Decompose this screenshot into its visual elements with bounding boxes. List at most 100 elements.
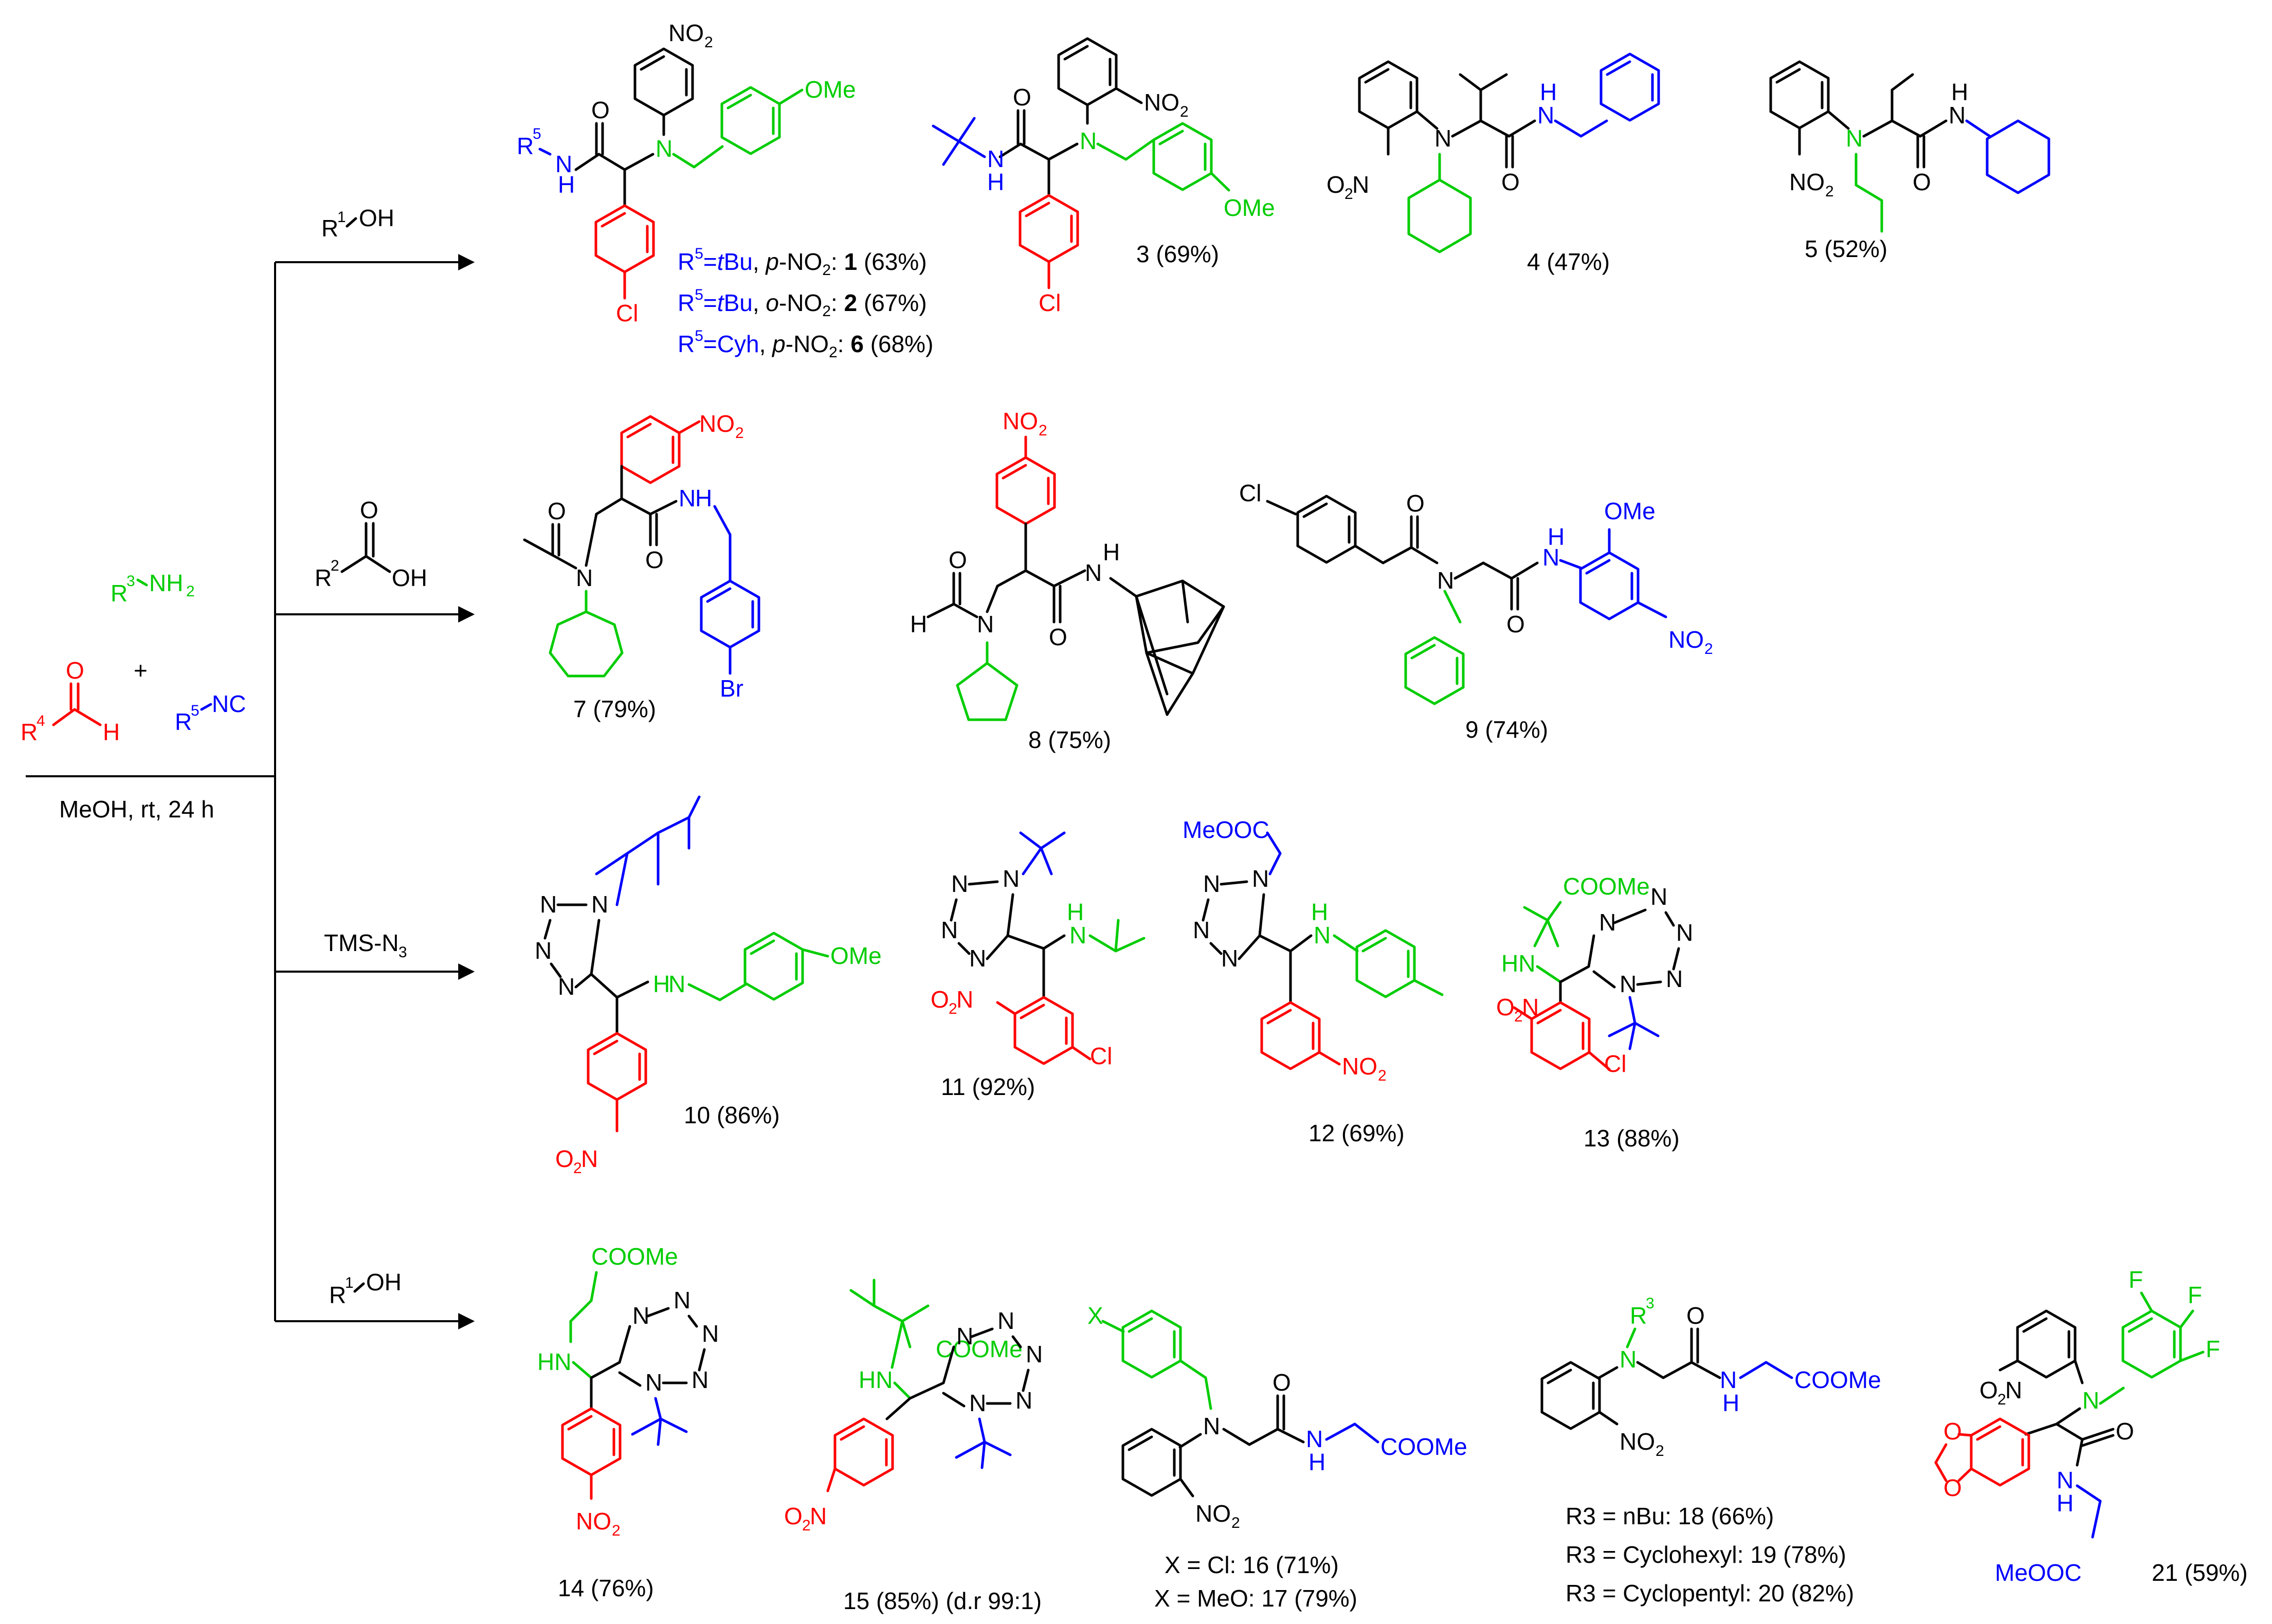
- svg-text:N: N: [1676, 919, 1693, 946]
- svg-text:3: 3: [1646, 1295, 1655, 1312]
- label-compound-8: 8 (75%): [1028, 726, 1111, 753]
- svg-text:2: 2: [1180, 103, 1189, 120]
- svg-text:F: F: [2188, 1282, 2202, 1308]
- label-compound-15: 15 (85%) (d.r 99:1): [843, 1587, 1042, 1614]
- svg-text:N: N: [810, 1503, 827, 1529]
- plus-sign: +: [134, 657, 148, 684]
- svg-text:H: H: [1103, 539, 1120, 565]
- svg-text:NO: NO: [668, 20, 704, 46]
- label-compound-1: R5=tBu, p-NO2: 1 (63%): [678, 245, 927, 279]
- svg-text:2: 2: [704, 34, 713, 51]
- svg-text:1: 1: [337, 209, 346, 226]
- svg-text:N: N: [1846, 125, 1863, 152]
- svg-text:O: O: [66, 657, 84, 684]
- svg-text:2: 2: [1704, 641, 1713, 658]
- svg-text:F: F: [2206, 1336, 2220, 1362]
- svg-text:NO: NO: [1003, 408, 1038, 434]
- svg-text:R: R: [111, 580, 128, 607]
- svg-text:R: R: [175, 708, 192, 735]
- svg-text:N: N: [535, 937, 552, 964]
- label-compound-5: 5 (52%): [1805, 235, 1887, 262]
- svg-text:HN: HN: [1501, 950, 1535, 977]
- svg-text:H: H: [910, 611, 927, 637]
- svg-text:N: N: [1203, 870, 1220, 897]
- svg-text:NO: NO: [576, 1508, 611, 1535]
- svg-text:2: 2: [1997, 1391, 2006, 1408]
- label-compound-9: 9 (74%): [1465, 716, 1548, 743]
- svg-text:N: N: [1193, 917, 1210, 943]
- svg-text:N: N: [2057, 1467, 2074, 1493]
- svg-text:2: 2: [1231, 1514, 1240, 1531]
- svg-text:2: 2: [735, 425, 744, 442]
- svg-text:N: N: [632, 1302, 649, 1329]
- label-compound-13: 13 (88%): [1584, 1125, 1680, 1152]
- svg-text:N: N: [702, 1320, 719, 1347]
- svg-text:O: O: [1406, 490, 1425, 517]
- svg-text:COOMe: COOMe: [1794, 1366, 1881, 1393]
- svg-text:MeOOC: MeOOC: [1183, 816, 1269, 843]
- svg-text:COOMe: COOMe: [1563, 873, 1650, 900]
- svg-text:N: N: [1306, 1426, 1323, 1452]
- svg-text:N: N: [581, 1145, 598, 1172]
- svg-text:N: N: [956, 1323, 973, 1349]
- label-compound-7: 7 (79%): [573, 696, 656, 722]
- svg-text:H: H: [1722, 1390, 1739, 1416]
- svg-text:H: H: [1308, 1449, 1325, 1475]
- svg-text:HN: HN: [537, 1348, 571, 1375]
- svg-text:2: 2: [1378, 1067, 1387, 1084]
- svg-text:N: N: [1352, 171, 1369, 198]
- svg-text:R: R: [321, 215, 338, 242]
- svg-text:H: H: [2057, 1490, 2074, 1517]
- svg-text:R: R: [315, 564, 332, 591]
- svg-text:NO: NO: [1144, 89, 1179, 116]
- svg-text:N: N: [1542, 544, 1559, 571]
- label-compound-17: X = MeO: 17 (79%): [1154, 1585, 1357, 1612]
- svg-text:N: N: [977, 611, 994, 637]
- svg-text:NO: NO: [1195, 1500, 1231, 1527]
- svg-text:N: N: [951, 870, 968, 897]
- svg-text:1: 1: [345, 1274, 354, 1291]
- svg-text:2: 2: [1656, 1443, 1664, 1459]
- svg-text:O: O: [1326, 171, 1345, 198]
- svg-text:MeOOC: MeOOC: [1995, 1559, 2082, 1586]
- svg-text:O: O: [931, 986, 949, 1013]
- label-compound-6: R5=Cyh, p-NO2: 6 (68%): [678, 327, 933, 361]
- svg-text:O: O: [1273, 1369, 1291, 1396]
- aldehyde-reagent: O R4 H: [21, 657, 120, 745]
- svg-text:NH: NH: [149, 570, 183, 596]
- svg-text:N: N: [1003, 865, 1020, 892]
- label-compound-19: R3 = Cyclohexyl: 19 (78%): [1566, 1541, 1846, 1568]
- svg-text:H: H: [987, 169, 1004, 195]
- label-compound-2: R5=tBu, o-NO2: 2 (67%): [678, 286, 927, 320]
- svg-text:H: H: [558, 171, 575, 198]
- svg-text:NC: NC: [212, 690, 246, 717]
- svg-text:2: 2: [802, 1517, 811, 1534]
- svg-text:H: H: [1540, 79, 1557, 105]
- svg-text:O: O: [1943, 1418, 1962, 1445]
- svg-text:2: 2: [1825, 183, 1834, 200]
- svg-text:O: O: [1686, 1302, 1705, 1329]
- svg-text:H: H: [1548, 523, 1565, 550]
- svg-text:X = Cl: 16 (71%): X = Cl: 16 (71%): [1165, 1552, 1339, 1578]
- svg-text:R: R: [329, 1282, 346, 1308]
- svg-text:N: N: [1620, 1346, 1637, 1373]
- svg-text:COOMe: COOMe: [1380, 1433, 1467, 1460]
- svg-text:H: H: [653, 971, 670, 997]
- svg-text:R3 = Cyclohexyl: 19 (78%): R3 = Cyclohexyl: 19 (78%): [1566, 1541, 1846, 1568]
- svg-text:3: 3: [398, 944, 407, 961]
- svg-text:O: O: [1501, 169, 1520, 195]
- svg-text:O: O: [784, 1503, 803, 1529]
- svg-text:Br: Br: [720, 675, 743, 702]
